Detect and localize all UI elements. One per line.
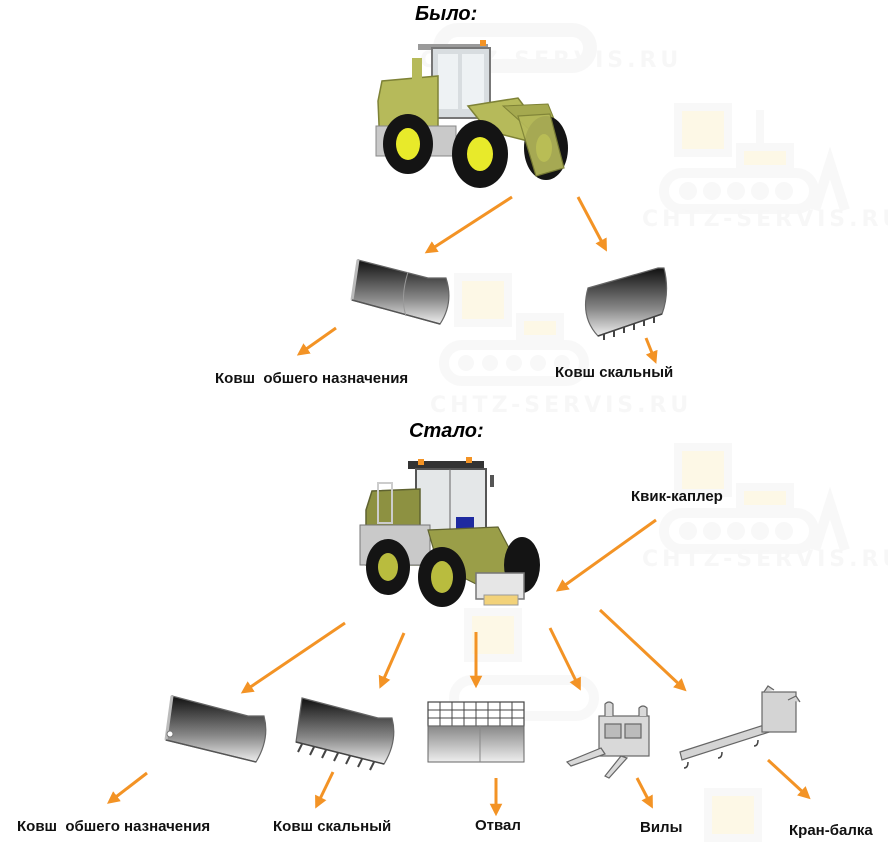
arrow (598, 608, 687, 692)
arrow (548, 627, 581, 691)
arrow (635, 777, 653, 809)
bulldozer-icon (704, 788, 762, 842)
attachment-label-general-bucket: Ковш обшего назначения (215, 370, 409, 387)
arrow (644, 337, 658, 364)
bulldozer-icon (659, 443, 850, 554)
arrow (107, 771, 148, 804)
attachment-label-crane-beam: Кран-балка (789, 822, 873, 839)
after-title: Стало: (409, 420, 484, 442)
watermark-text: CHTZ-SERVIS.RU (642, 547, 888, 572)
arrow (378, 632, 406, 689)
arrow (424, 195, 513, 254)
attachment-label-forks: Вилы (640, 819, 683, 836)
watermark-text: CHTZ-SERVIS.RU (642, 207, 888, 232)
arrow (576, 196, 607, 252)
arrow (240, 621, 346, 694)
attachment-label-general-bucket: Ковш обшего назначения (17, 818, 211, 835)
before-title: Было: (415, 3, 478, 25)
attachment-label-rock-bucket: Ковш скальный (273, 818, 392, 835)
bulldozer-icon (439, 273, 589, 386)
arrow (296, 326, 337, 356)
watermark-text: CHTZ-SERVIS.RU (430, 393, 693, 418)
attachment-label-rock-bucket: Ковш скальный (555, 364, 674, 381)
arrow (555, 518, 657, 592)
arrow (766, 758, 811, 800)
quick-coupler-label: Квик-каплер (631, 488, 723, 505)
bulldozer-icon (659, 103, 850, 214)
attachment-label-blade: Отвал (475, 817, 521, 834)
arrow (315, 771, 335, 809)
